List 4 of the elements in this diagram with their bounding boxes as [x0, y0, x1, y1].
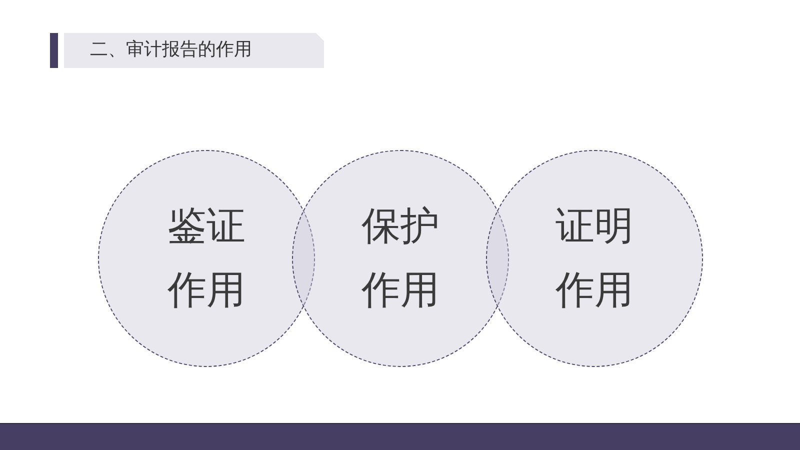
circle-label: 证明作用 [554, 202, 634, 314]
title-text: 二、审计报告的作用 [90, 39, 252, 61]
circle-label: 鉴证作用 [166, 202, 246, 314]
circle-label: 保护作用 [360, 202, 440, 314]
